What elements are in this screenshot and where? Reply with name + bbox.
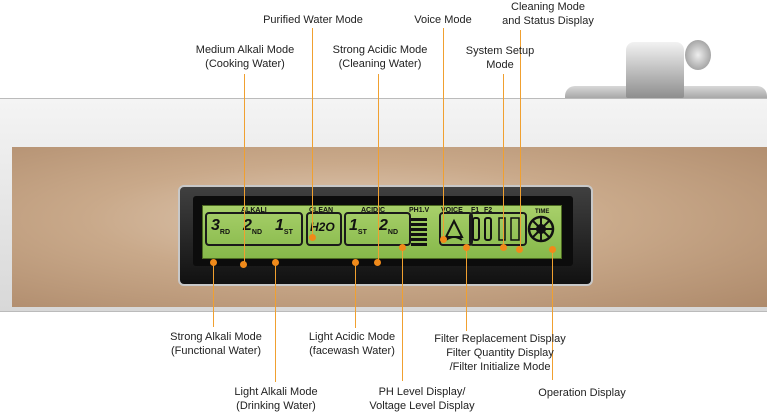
lcd-time-caption: TIME	[535, 209, 550, 215]
ph-level-bars	[411, 218, 427, 246]
strong-alkali-label: Strong Alkali Mode(Functional Water)	[170, 331, 262, 357]
voice-speaker-icon	[444, 218, 464, 241]
light-alkali-label: Light Alkali Mode(Drinking Water)	[234, 386, 318, 412]
operation-display-label: Operation Display	[538, 387, 626, 399]
light-acidic-label: Light Acidic Mode(facewash Water)	[308, 331, 396, 357]
faucet-knob	[626, 42, 684, 98]
voice-mode-label: Voice Mode	[414, 14, 472, 26]
operation-gear-icon	[527, 215, 555, 243]
lcd-acidic-caption: ACIDIC	[361, 207, 386, 214]
lcd-clean-caption: CLEAN	[309, 207, 334, 214]
strong-acidic-label: Strong Acidic Mode(Cleaning Water)	[332, 44, 428, 70]
filter-group	[469, 212, 527, 246]
lcd-f1-caption: F1	[471, 207, 480, 214]
lcd-alkali-caption: ALKALI	[241, 207, 267, 214]
purified-segment: H2O	[310, 220, 335, 234]
light-acidic-segment: 2ND	[379, 217, 399, 237]
clean-group	[306, 212, 342, 246]
lcd-display: ALKALI CLEAN ACIDIC PH1.V VOICE F1 F2 TI…	[202, 205, 562, 259]
acidic-group	[344, 212, 411, 246]
lcd-f2-caption: F2	[484, 207, 493, 214]
lcd-voice-caption: VOICE	[441, 207, 463, 214]
purified-water-label: Purified Water Mode	[263, 14, 363, 26]
strong-alkali-segment: 3RD	[211, 217, 231, 237]
strong-acidic-segment: 1ST	[349, 217, 367, 237]
alkali-group	[205, 212, 303, 246]
ph-level-label: PH Level Display/Voltage Level Display	[369, 386, 475, 412]
medium-alkali-segment: 2ND	[243, 217, 263, 237]
light-alkali-segment: 1ST	[275, 217, 293, 237]
medium-alkali-label: Medium Alkali Mode(Cooking Water)	[195, 44, 295, 70]
voice-group	[439, 212, 473, 246]
faucet-knob-cap	[685, 40, 711, 70]
lcd-phv-caption: PH1.V	[409, 207, 430, 214]
filter-status-icon	[472, 217, 520, 241]
